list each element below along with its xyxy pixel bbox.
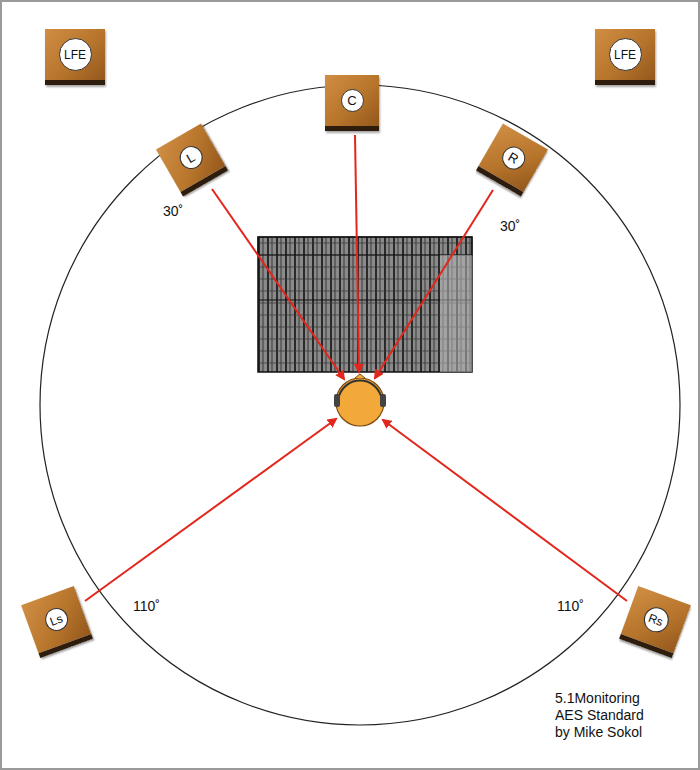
speaker-box: Rs [619,586,691,658]
speaker-label: Ls [41,605,70,634]
caption: 5.1Monitoring AES Standard by Mike Sokol [555,690,659,740]
speaker-label: LFE [609,38,642,71]
mixing-console [258,237,472,372]
speaker-label: L [175,142,206,173]
speaker-box: LFE [595,29,655,85]
listening-circle [40,85,680,725]
speaker-label: R [498,142,529,173]
speaker-label: Rs [640,604,672,636]
speaker-label: LFE [59,38,92,71]
speaker-box: R [476,124,548,197]
speaker-box: C [325,75,379,131]
speaker-box: L [156,124,228,197]
speaker-box: LFE [45,29,105,85]
angle-label: 110˚ [557,598,584,614]
speaker-label: C [341,89,364,112]
angle-label: 110˚ [133,598,160,614]
sound-arrows [85,135,627,601]
angle-label: 30˚ [500,218,520,234]
listener-head [334,374,386,426]
angle-label: 30˚ [163,203,183,219]
speaker-box: Ls [21,586,93,658]
